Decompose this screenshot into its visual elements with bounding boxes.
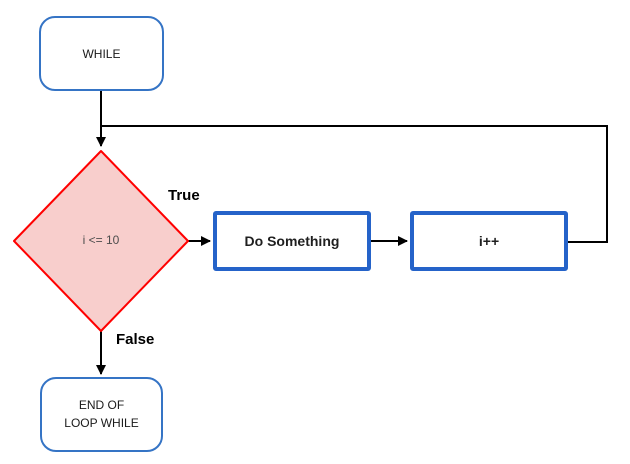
end-terminal-label-line1: END OF [78, 398, 125, 413]
end-terminal-label: END OF LOOP WHILE [64, 397, 138, 432]
condition-diamond [13, 150, 189, 332]
start-terminal-label: WHILE [82, 46, 121, 61]
connector-loopback-increment-to-condition [101, 125, 608, 243]
process-node-label: i++ [478, 233, 500, 249]
edge-label-false: False [116, 331, 155, 348]
process-node-do-something: Do Something [213, 211, 371, 271]
process-node-label: Do Something [244, 233, 340, 249]
edge-label-true: True [168, 187, 200, 204]
process-node-increment: i++ [410, 211, 568, 271]
end-terminal-label-line2: LOOP WHILE [64, 415, 139, 430]
end-terminal-node: END OF LOOP WHILE [40, 377, 163, 452]
start-terminal-node: WHILE [39, 16, 164, 91]
